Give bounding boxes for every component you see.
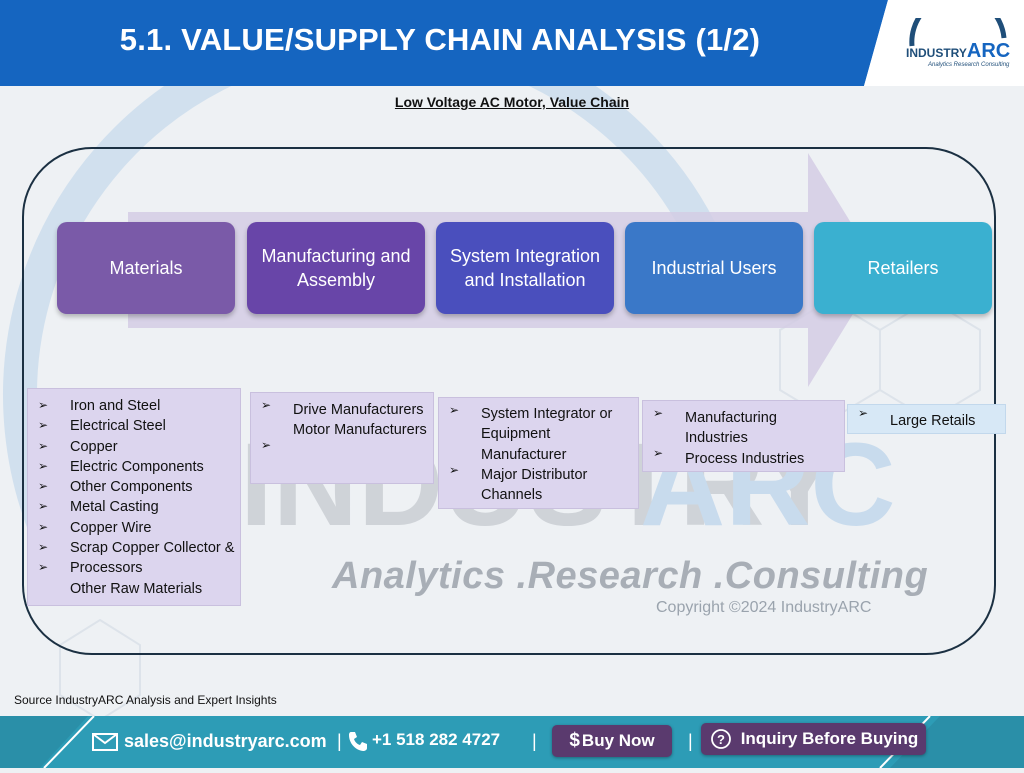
diagram-subtitle: Low Voltage AC Motor, Value Chain xyxy=(394,94,630,110)
list-item: Large Retails xyxy=(890,413,976,429)
list-item: Other Raw Materials xyxy=(70,580,203,597)
svg-text:?: ? xyxy=(717,732,725,747)
watermark-tagline: Analytics .Research .Consulting xyxy=(332,555,929,597)
dollar-icon: $ xyxy=(569,730,580,751)
source-note: Source IndustryARC Analysis and Expert I… xyxy=(14,693,277,707)
stage-industrial-users: Industrial Users xyxy=(625,222,803,314)
footer-separator: | xyxy=(688,731,693,751)
manufacturing-detail-box: ➢ ➢ Drive Manufacturers Motor Manufactur… xyxy=(250,392,434,484)
list-item: Metal Casting xyxy=(70,499,159,516)
list-item: Copper Wire xyxy=(70,519,152,536)
integration-detail-box: ➢ ➢ System Integrator or Equipment Manuf… xyxy=(438,397,639,509)
buy-now-label: Buy Now xyxy=(581,731,655,750)
stage-retailers: Retailers xyxy=(814,222,992,314)
inquiry-button[interactable]: ? Inquiry Before Buying xyxy=(701,723,926,755)
list-item: Scrap Copper Collector & Processors xyxy=(70,540,235,577)
list-item: Electrical Steel xyxy=(70,418,166,435)
list-item: Motor Manufacturers xyxy=(293,422,427,439)
buy-now-button[interactable]: $ Buy Now xyxy=(552,725,672,757)
retailers-detail-box: ➢ Large Retails xyxy=(847,404,1006,434)
list-item: Other Components xyxy=(70,479,193,496)
list-item: Iron and Steel xyxy=(70,398,161,414)
list-item: Process Industries xyxy=(685,450,805,467)
slide-title: 5.1. VALUE/SUPPLY CHAIN ANALYSIS (1/2) xyxy=(119,22,761,57)
stage-materials: Materials xyxy=(57,222,235,314)
phone-link[interactable]: +1 518 282 4727 xyxy=(372,730,501,749)
manufacturing-list: Drive Manufacturers Motor Manufacturers xyxy=(293,400,433,441)
phone-icon xyxy=(349,732,367,751)
retailers-list: Large Retails xyxy=(890,411,1005,431)
inquiry-label: Inquiry Before Buying xyxy=(740,729,919,748)
materials-detail-box: ➢➢➢➢➢➢➢➢➢ Iron and Steel Electrical Stee… xyxy=(27,388,241,606)
list-item: Manufacturing Industries xyxy=(685,410,777,447)
stage-system-integration: System Integration and Installation xyxy=(436,222,614,314)
integration-list: System Integrator or Equipment Manufactu… xyxy=(481,404,637,505)
list-item: Electric Components xyxy=(70,458,204,475)
header-banner: 5.1. VALUE/SUPPLY CHAIN ANALYSIS (1/2) I… xyxy=(0,0,1024,86)
materials-list: Iron and Steel Electrical Steel Copper E… xyxy=(70,396,238,599)
users-detail-box: ➢ ➢ Manufacturing Industries Process Ind… xyxy=(642,400,845,472)
list-item: Drive Manufacturers xyxy=(293,402,424,418)
list-item: Major Distributor Channels xyxy=(481,466,588,504)
watermark-copyright: Copyright ©2024 IndustryARC xyxy=(656,599,872,616)
users-list: Manufacturing Industries Process Industr… xyxy=(685,408,843,469)
list-item: Copper xyxy=(70,438,118,455)
email-icon xyxy=(92,733,118,751)
chat-question-icon: ? xyxy=(710,729,731,749)
diagram-frame xyxy=(22,147,996,655)
list-item: System Integrator or Equipment Manufactu… xyxy=(481,406,613,463)
stage-manufacturing-assembly: Manufacturing and Assembly xyxy=(247,222,425,314)
footer-separator: | xyxy=(532,731,537,751)
industryarc-logo: INDUSTRYARC Analytics Research Consultin… xyxy=(904,18,1014,70)
footer-separator: | xyxy=(337,731,342,751)
email-link[interactable]: sales@industryarc.com xyxy=(124,731,327,751)
